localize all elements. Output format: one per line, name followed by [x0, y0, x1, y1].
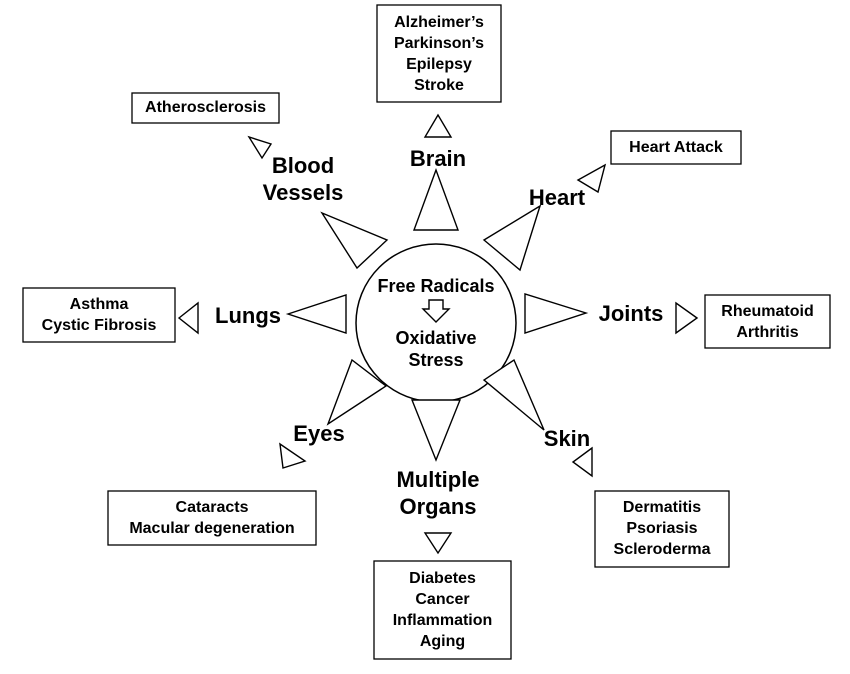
box-brain-line-2: Parkinson’s [393, 35, 485, 52]
box-joints-line-1: Rheumatoid [721, 303, 814, 320]
box-skin [594, 490, 730, 568]
box-heart-text: Heart Attack [611, 137, 741, 158]
arrow-brain [423, 113, 453, 138]
box-brain [376, 4, 502, 103]
box-lungs-text: Asthma Cystic Fibrosis [23, 294, 175, 336]
box-multiple-organs-line-3: Inflammation [392, 612, 493, 629]
ray-skin [482, 358, 545, 431]
label-multiple-organs-2: Organs [399, 494, 477, 519]
center-text-bottom: Oxidative Stress [356, 327, 516, 371]
arrow-eyes [279, 442, 307, 469]
box-multiple-organs-line-2: Cancer [415, 591, 470, 608]
arrow-joints [675, 301, 699, 335]
box-skin-text: Dermatitis Psoriasis Scleroderma [595, 497, 729, 560]
box-blood-vessels [131, 92, 280, 124]
ray-brain [412, 167, 460, 231]
ray-lungs [285, 294, 347, 334]
box-eyes [107, 490, 317, 546]
ray-joints [524, 293, 589, 334]
box-brain-line-3: Epilepsy [406, 56, 472, 73]
box-joints-line-2: Arthritis [736, 324, 799, 341]
label-eyes: Eyes [293, 421, 345, 446]
box-brain-line-1: Alzheimer’s [394, 14, 484, 31]
box-skin-line-1: Dermatitis [622, 499, 702, 516]
arrow-multiple-organs [423, 532, 453, 555]
center-text-top: Free Radicals [356, 275, 516, 297]
box-blood-vessels-line-1: Atherosclerosis [145, 99, 266, 116]
box-brain-line-4: Stroke [414, 77, 464, 94]
center-line-1: Oxidative [395, 328, 477, 348]
ray-blood-vessels [320, 211, 389, 270]
box-lungs-line-2: Cystic Fibrosis [41, 317, 157, 334]
arrow-heart [576, 163, 607, 194]
box-blood-vessels-text: Atherosclerosis [132, 97, 279, 118]
box-brain-text: Alzheimer’s Parkinson’s Epilepsy Stroke [377, 12, 501, 96]
box-eyes-line-2: Macular degeneration [129, 520, 295, 537]
box-joints-text: Rheumatoid Arthritis [705, 301, 830, 343]
label-skin: Skin [543, 426, 591, 451]
label-heart: Heart [528, 185, 586, 210]
ray-heart [482, 204, 542, 272]
box-multiple-organs-text: Diabetes Cancer Inflammation Aging [374, 568, 511, 652]
label-blood-vessels: Blood Vessels [253, 152, 353, 206]
label-blood-vessels-2: Vessels [262, 180, 344, 205]
center-free-radicals: Free Radicals [377, 276, 495, 296]
label-multiple-organs-1: Multiple [396, 467, 480, 492]
box-heart [610, 130, 742, 165]
ray-multiple-organs [410, 399, 462, 462]
arrow-skin [571, 446, 593, 478]
label-multiple-organs: Multiple Organs [368, 466, 508, 520]
down-arrow-icon [421, 299, 451, 323]
box-joints [704, 294, 831, 349]
ray-eyes [326, 358, 388, 426]
label-lungs: Lungs [215, 303, 281, 328]
label-blood-vessels-1: Blood [271, 153, 335, 178]
box-lungs [22, 287, 176, 343]
box-skin-line-2: Psoriasis [626, 520, 698, 537]
box-multiple-organs-line-1: Diabetes [409, 570, 476, 587]
arrow-blood-vessels [247, 135, 273, 160]
center-line-2: Stress [408, 350, 464, 370]
box-lungs-line-1: Asthma [69, 296, 129, 313]
label-joints: Joints [598, 301, 664, 326]
box-multiple-organs-line-4: Aging [419, 633, 466, 650]
box-eyes-text: Cataracts Macular degeneration [108, 497, 316, 539]
box-multiple-organs [373, 560, 512, 660]
arrow-lungs [177, 301, 199, 335]
label-brain: Brain [409, 146, 467, 171]
box-skin-line-3: Scleroderma [613, 541, 711, 558]
box-heart-line-1: Heart Attack [629, 139, 723, 156]
box-eyes-line-1: Cataracts [175, 499, 249, 516]
